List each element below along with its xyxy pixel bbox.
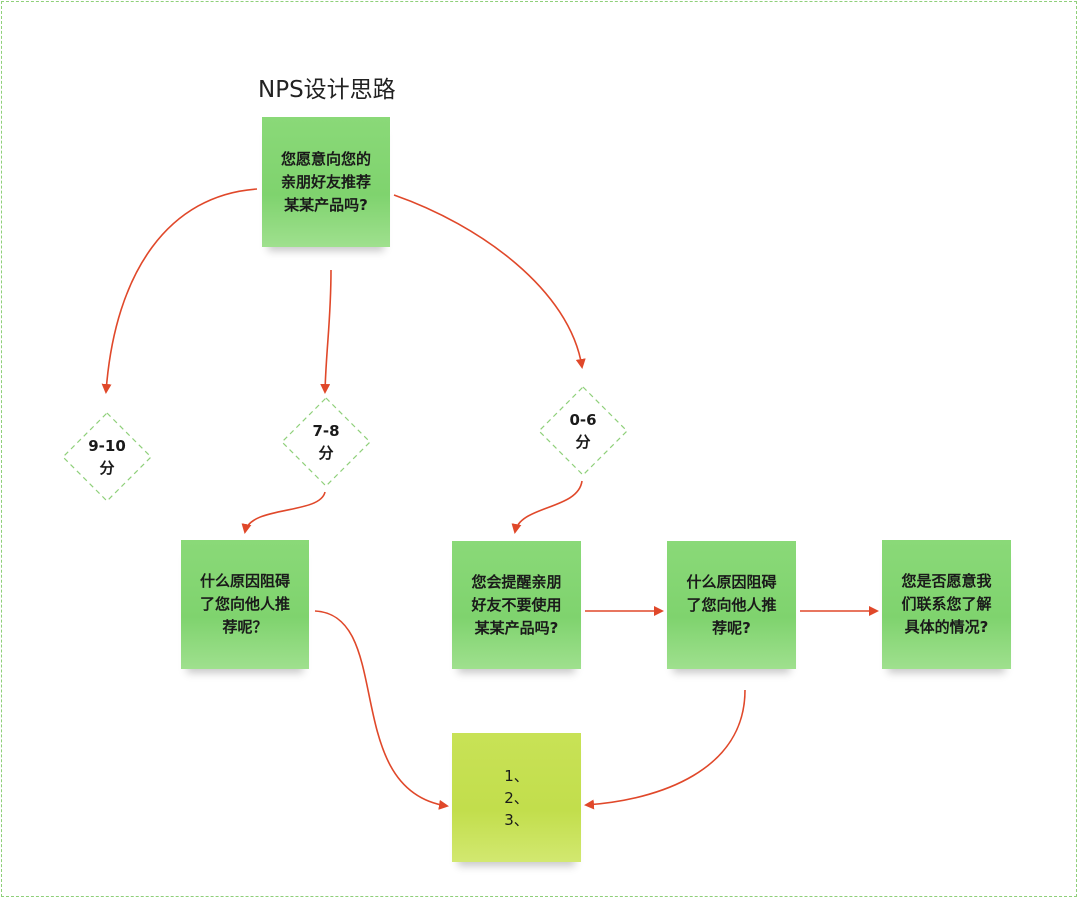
question-sticky[interactable]: 您愿意向您的 亲朋好友推荐 某某产品吗? [262, 117, 390, 247]
score-mid-diamond[interactable]: 7-8 分 [281, 397, 371, 487]
score-high-diamond[interactable]: 9-10 分 [62, 412, 152, 502]
arrow-reason-low-to-answers [584, 689, 746, 810]
answer-item-2: 2、 [504, 788, 529, 807]
score-mid-unit: 分 [318, 444, 334, 462]
score-mid-value: 7-8 [312, 422, 340, 440]
remind-line-3: 某某产品吗? [474, 618, 559, 637]
remind-line-1: 您会提醒亲朋 [471, 572, 562, 591]
score-low-diamond[interactable]: 0-6 分 [538, 386, 628, 476]
diagram-title: NPS设计思路 [258, 77, 396, 103]
arrow-low-to-remind [511, 480, 583, 534]
arrow-question-to-mid [320, 269, 332, 394]
answer-item-3: 3、 [504, 810, 529, 829]
score-low-value: 0-6 [569, 411, 597, 429]
reason-mid-line-1: 什么原因阻碍 [199, 572, 290, 590]
reason-mid-line-3: 荐呢？ [222, 618, 268, 636]
score-low-unit: 分 [575, 433, 591, 451]
contact-line-1: 您是否愿意我 [901, 572, 992, 590]
question-line-2: 亲朋好友推荐 [280, 172, 371, 191]
arrow-question-to-high [101, 188, 258, 394]
reason-mid-line-2: 了您向他人推 [199, 595, 290, 613]
contact-line-3: 具体的情况? [904, 618, 989, 636]
question-line-3: 某某产品吗? [284, 195, 368, 214]
remind-line-2: 好友不要使用 [471, 595, 562, 614]
score-high-value: 9-10 [88, 437, 126, 455]
score-high-unit: 分 [99, 459, 115, 477]
diamond-shape [62, 412, 152, 502]
arrow-question-to-low [393, 194, 586, 369]
diamond-shape [281, 397, 371, 487]
reason-low-line-1: 什么原因阻碍 [686, 572, 777, 591]
reason-low-sticky[interactable]: 什么原因阻碍 了您向他人推 荐呢? [667, 541, 796, 669]
contact-sticky[interactable]: 您是否愿意我 们联系您了解 具体的情况? [882, 540, 1011, 669]
reason-mid-sticky[interactable]: 什么原因阻碍 了您向他人推 荐呢？ [181, 540, 309, 669]
reason-low-line-3: 荐呢? [712, 618, 751, 637]
answer-item-1: 1、 [504, 766, 529, 785]
question-line-1: 您愿意向您的 [280, 149, 371, 168]
reason-low-line-2: 了您向他人推 [686, 595, 777, 614]
answers-sticky[interactable]: 1、 2、 3、 [452, 733, 581, 862]
arrow-reason-mid-to-answers [314, 610, 449, 810]
remind-sticky[interactable]: 您会提醒亲朋 好友不要使用 某某产品吗? [452, 541, 581, 669]
diamond-shape [538, 386, 628, 476]
arrow-mid-to-reason [241, 491, 326, 534]
contact-line-2: 们联系您了解 [901, 595, 992, 613]
